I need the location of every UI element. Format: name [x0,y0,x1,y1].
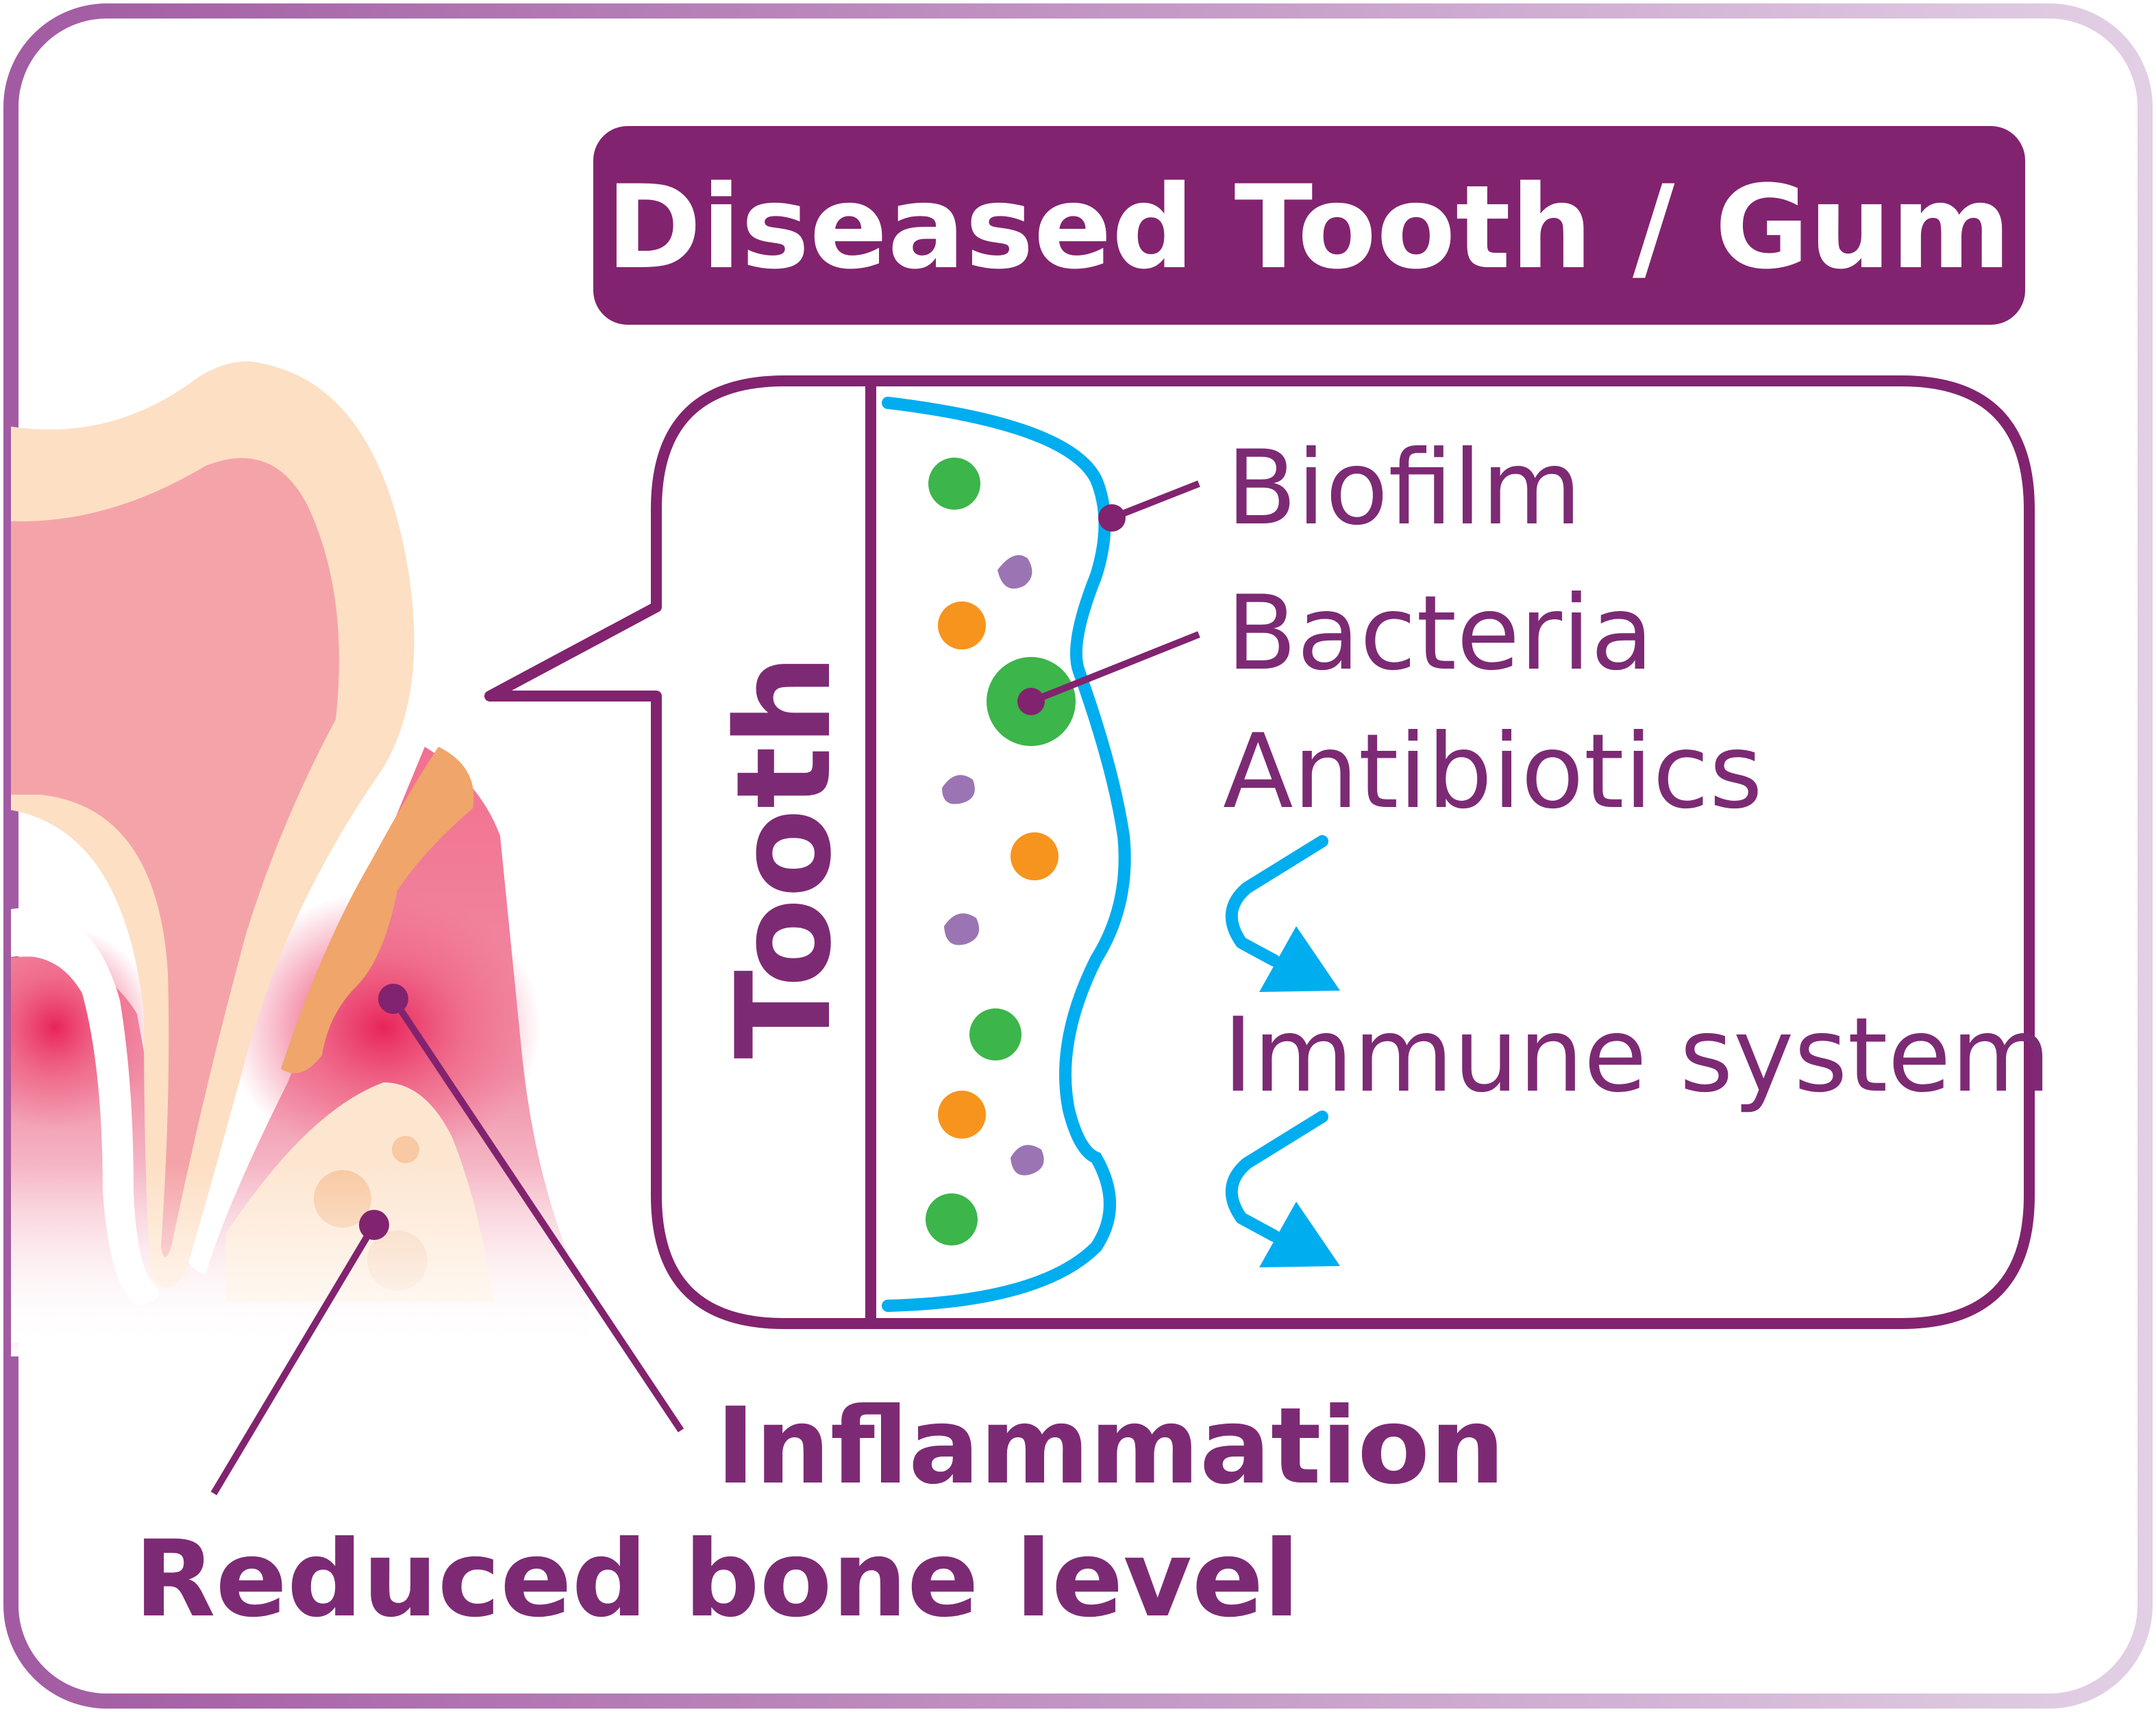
bone-pore [392,1136,419,1163]
reduced-bone-label: Reduced bone level [134,1518,1300,1641]
inflammation-label: Inflammation [716,1385,1505,1508]
biofilm-line [882,397,1131,1312]
inflammation-pointer [390,997,684,1432]
immune-system-arrow [1225,1111,1328,1242]
bacteria-green [928,458,980,510]
bacteria-label: Bacteria [1226,574,1654,693]
biofilm-pointer [1111,480,1200,521]
immune-system-arrowhead [1259,1202,1340,1267]
tooth-illustration [11,361,617,1356]
title-banner [593,126,2025,325]
bacteria-green [969,1008,1021,1060]
bacteria-purple [944,913,980,945]
bacteria-pointer [1030,631,1200,705]
antibiotics-arrowhead [1259,926,1340,992]
bacteria-orange [938,601,986,649]
bacteria-orange [1011,832,1058,880]
bacteria-purple [998,555,1032,589]
title-text: Diseased Tooth / Gum [606,160,2011,295]
tooth-dentin [11,458,339,1257]
immune-system-label: Immune system [1223,996,2051,1115]
biofilm-pointer-dot [1098,504,1126,532]
bacteria-purple [942,775,975,804]
antibiotics-label: Antibiotics [1223,712,1763,832]
bacteria-orange [938,1091,986,1139]
bacteria-green [926,1193,978,1245]
inflammation-pointer-dot [378,984,408,1014]
reduced-bone-pointer [210,1223,377,1496]
reduced-bone-pointer-dot [359,1210,389,1240]
tooth-label: Tooth [708,654,860,1059]
inflammation-glow [226,891,541,1165]
bacteria-pointer-dot [1017,688,1045,715]
bacteria-purple [1011,1145,1044,1176]
biofilm-label: Biofilm [1226,429,1582,548]
antibiotics-arrow [1225,835,1328,967]
tartar-deposit [281,747,474,1074]
